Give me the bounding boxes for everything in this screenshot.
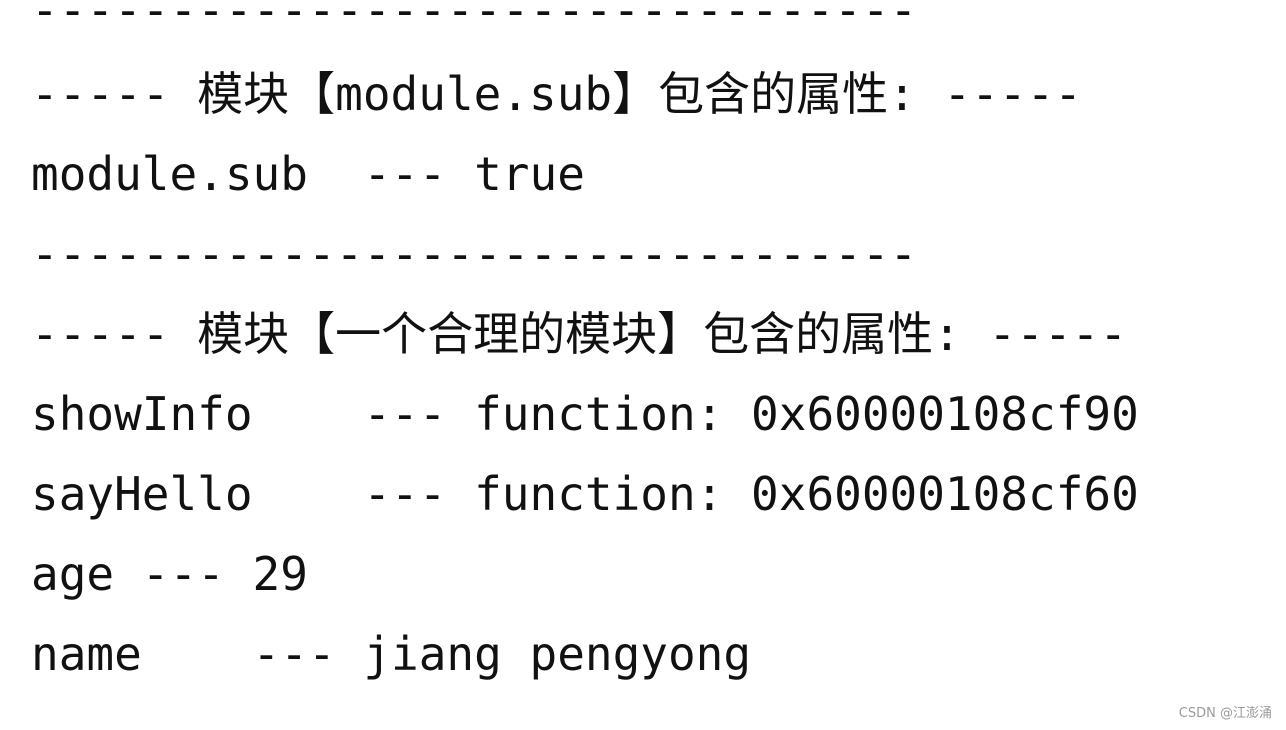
attribute-line: showInfo --- function: 0x60000108cf90 xyxy=(31,387,1139,441)
console-output: -------------------------------- ----- 模… xyxy=(31,0,1271,694)
watermark-text: CSDN @江澎涌 xyxy=(1178,706,1272,721)
module-header-line: ----- 模块【一个合理的模块】包含的属性: ----- xyxy=(31,307,1128,361)
attribute-line: name --- jiang pengyong xyxy=(31,627,752,681)
attribute-line: age --- 29 xyxy=(31,547,308,601)
attribute-line: sayHello --- function: 0x60000108cf60 xyxy=(31,467,1139,521)
separator-line: -------------------------------- xyxy=(31,227,918,281)
module-header-line: ----- 模块【module.sub】包含的属性: ----- xyxy=(31,67,1082,121)
attribute-line: module.sub --- true xyxy=(31,147,585,201)
separator-line: -------------------------------- xyxy=(31,0,918,37)
